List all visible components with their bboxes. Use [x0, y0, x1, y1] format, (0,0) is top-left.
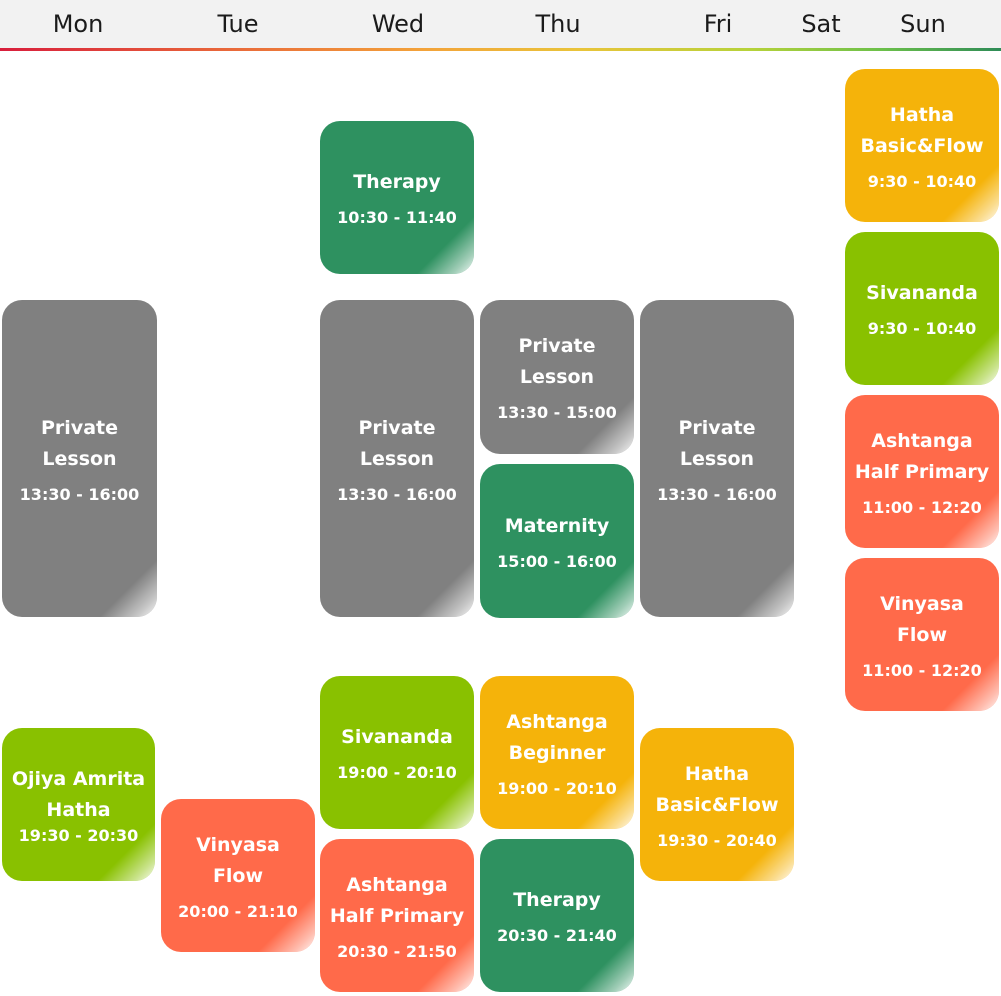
class-card-private-lesson-wed[interactable]: Private Lesson 13:30 - 16:00 [320, 300, 474, 617]
day-label-sun: Sun [900, 10, 946, 38]
class-time: 13:30 - 16:00 [19, 484, 140, 504]
class-name: Therapy [513, 889, 601, 911]
class-time: 11:00 - 12:20 [862, 660, 982, 680]
day-label-thu: Thu [535, 10, 581, 38]
class-name: Hatha Basic&Flow [655, 762, 779, 816]
class-card-private-lesson-thu[interactable]: Private Lesson 13:30 - 15:00 [480, 300, 634, 454]
class-time: 19:00 - 20:10 [337, 763, 457, 782]
class-name: Hatha Basic&Flow [860, 103, 984, 157]
day-label-wed: Wed [371, 10, 425, 38]
class-card-sivananda-wed[interactable]: Sivananda 19:00 - 20:10 [320, 676, 474, 829]
class-time: 13:30 - 15:00 [497, 403, 617, 422]
class-time: 9:30 - 10:40 [867, 171, 977, 191]
weekday-header: Mon Tue Wed Thu Fri Sat Sun [0, 0, 1001, 51]
class-card-ojiya-amrita-hatha-mon[interactable]: Ojiya Amrita Hatha 19:30 - 20:30 [2, 728, 155, 881]
class-time: 20:00 - 21:10 [178, 901, 298, 921]
class-name: Sivananda [341, 726, 453, 748]
class-card-maternity-thu[interactable]: Maternity 15:00 - 16:00 [480, 464, 634, 618]
class-name: Ashtanga Beginner [506, 710, 608, 764]
class-time: 13:30 - 16:00 [337, 484, 457, 504]
day-label-mon: Mon [52, 10, 104, 38]
class-time: 20:30 - 21:50 [337, 941, 457, 961]
class-card-vinyasa-flow-sun[interactable]: Vinyasa Flow 11:00 - 12:20 [845, 558, 999, 711]
class-card-hatha-basic-flow-fri[interactable]: Hatha Basic&Flow 19:30 - 20:40 [640, 728, 794, 881]
class-time: 10:30 - 11:40 [337, 208, 457, 227]
class-name: Private Lesson [518, 335, 596, 388]
class-time: 9:30 - 10:40 [867, 319, 977, 338]
class-name: Ashtanga Half Primary [854, 429, 990, 483]
class-card-therapy-thu[interactable]: Therapy 20:30 - 21:40 [480, 839, 634, 992]
class-name: Sivananda [866, 282, 978, 304]
class-card-hatha-basic-flow-sun[interactable]: Hatha Basic&Flow 9:30 - 10:40 [845, 69, 999, 222]
header-divider [0, 48, 1001, 51]
class-card-ashtanga-half-primary-sun[interactable]: Ashtanga Half Primary 11:00 - 12:20 [845, 395, 999, 548]
day-label-tue: Tue [217, 10, 259, 38]
class-name: Therapy [353, 171, 441, 193]
class-card-sivananda-sun[interactable]: Sivananda 9:30 - 10:40 [845, 232, 999, 385]
class-time: 19:30 - 20:40 [657, 830, 777, 850]
class-card-vinyasa-flow-tue[interactable]: Vinyasa Flow 20:00 - 21:10 [161, 799, 315, 952]
class-card-private-lesson-mon[interactable]: Private Lesson 13:30 - 16:00 [2, 300, 157, 617]
class-time: 20:30 - 21:40 [497, 926, 617, 945]
class-time: 11:00 - 12:20 [862, 497, 982, 517]
day-label-sat: Sat [801, 10, 841, 38]
class-name: Private Lesson [358, 416, 436, 470]
class-name: Private Lesson [41, 416, 118, 470]
class-card-private-lesson-fri[interactable]: Private Lesson 13:30 - 16:00 [640, 300, 794, 617]
class-card-ashtanga-beginner-thu[interactable]: Ashtanga Beginner 19:00 - 20:10 [480, 676, 634, 829]
day-label-fri: Fri [703, 10, 733, 38]
class-name: Private Lesson [678, 416, 756, 470]
class-name: Vinyasa Flow [880, 592, 964, 646]
class-card-therapy-wed-morning[interactable]: Therapy 10:30 - 11:40 [320, 121, 474, 274]
class-name: Ashtanga Half Primary [329, 873, 465, 927]
class-name: Ojiya Amrita Hatha [11, 767, 146, 821]
class-time: 13:30 - 16:00 [657, 484, 777, 504]
class-card-ashtanga-half-primary-wed[interactable]: Ashtanga Half Primary 20:30 - 21:50 [320, 839, 474, 992]
class-name: Maternity [504, 514, 610, 537]
class-time: 19:00 - 20:10 [497, 778, 617, 798]
class-time: 15:00 - 16:00 [497, 551, 617, 571]
class-name: Vinyasa Flow [196, 833, 280, 887]
class-time: 19:30 - 20:30 [18, 825, 139, 845]
